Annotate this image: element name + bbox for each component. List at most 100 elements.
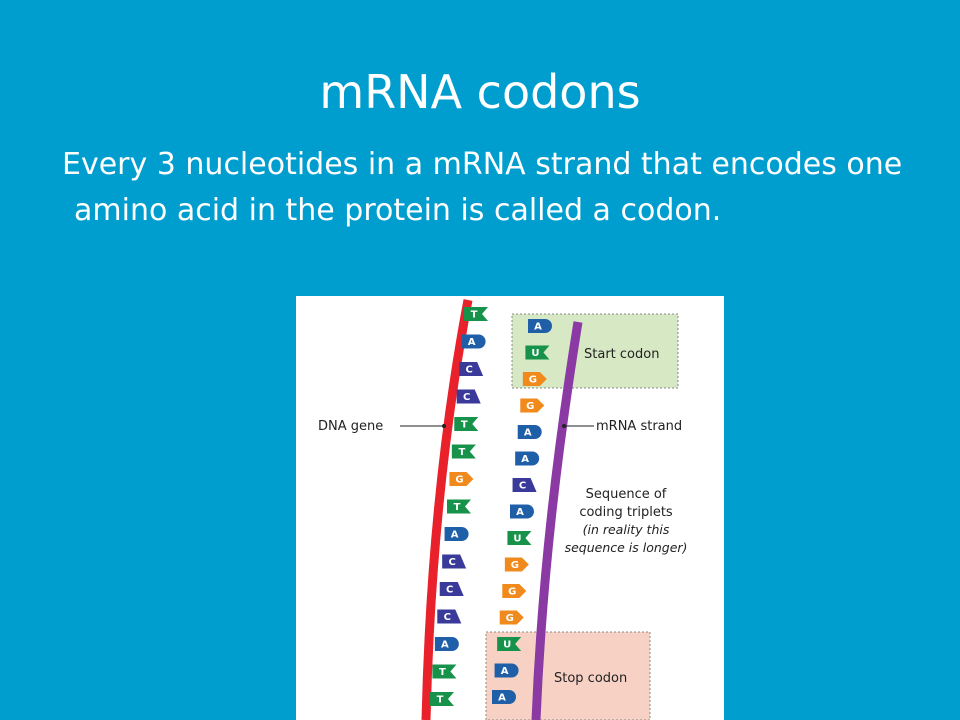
dna-base-4: T — [454, 417, 479, 431]
codon-diagram-svg: T A C C T T G T A C C C A T T A U G G A A C A U G G G U A A DNA gene… — [318, 299, 688, 720]
mrna-base-letter: C — [519, 481, 526, 492]
dna-base-1: A — [461, 334, 486, 349]
mrna-base-letter: G — [506, 613, 514, 624]
dna-base-letter: G — [455, 475, 463, 486]
dna-base-shape — [434, 637, 459, 651]
mrna-base-shape — [512, 478, 537, 492]
dna-base-letter: T — [439, 667, 446, 678]
dna-base-2: C — [459, 362, 484, 376]
dna-base-shape — [464, 307, 488, 321]
mrna-base-letter: U — [531, 348, 539, 359]
dna-base-6: G — [449, 472, 474, 486]
mrna-base-shape — [499, 610, 524, 625]
dna-base-shape — [461, 334, 486, 349]
mrna-base-letter: A — [534, 322, 542, 333]
dna-base-8: A — [444, 527, 469, 541]
dna-gene-leader-dot — [442, 424, 446, 428]
mrna-base-shape — [525, 345, 550, 360]
dna-strand — [421, 299, 473, 720]
mrna-base-7: A — [510, 504, 534, 519]
dna-gene-label: DNA gene — [318, 419, 383, 434]
mrna-base-shape — [502, 584, 527, 598]
dna-base-12: A — [434, 637, 459, 651]
dna-base-letter: C — [465, 365, 472, 376]
mrna-base-10: G — [502, 584, 527, 598]
codon-diagram: T A C C T T G T A C C C A T T A U G G A A C A U G G G U A A DNA gene… — [296, 296, 724, 720]
mrna-base-letter: A — [524, 428, 532, 439]
dna-base-letter: A — [441, 640, 449, 651]
mrna-base-shape — [522, 372, 547, 386]
mrna-strand — [531, 321, 583, 720]
mrna-base-shape — [520, 398, 545, 413]
dna-base-10: C — [439, 582, 464, 596]
dna-base-shape — [439, 582, 464, 596]
dna-base-13: T — [432, 664, 457, 679]
mrna-base-shape — [494, 663, 519, 678]
mrna-strand-leader-dot — [562, 424, 566, 428]
dna-base-letter: T — [458, 447, 465, 458]
sequence-note-line2: sequence is longer) — [565, 540, 688, 555]
mrna-base-letter: U — [513, 534, 521, 545]
mrna-base-shape — [528, 319, 552, 333]
mrna-base-shape — [492, 690, 516, 704]
dna-base-letter: C — [444, 612, 451, 623]
mrna-base-4: A — [517, 425, 542, 439]
dna-base-shape — [459, 362, 484, 376]
dna-base-letter: C — [446, 585, 453, 596]
mrna-bases: A U G G A A C A U G G G U A A — [492, 319, 552, 704]
dna-base-5: T — [451, 444, 476, 459]
dna-base-shape — [442, 554, 467, 569]
slide-title: mRNA codons — [319, 65, 641, 119]
mrna-base-letter: G — [508, 587, 516, 598]
dna-base-14: T — [430, 692, 454, 706]
dna-base-11: C — [437, 609, 462, 624]
dna-base-letter: T — [437, 695, 444, 706]
dna-base-shape — [430, 692, 454, 706]
dna-base-letter: T — [471, 310, 478, 321]
dna-base-9: C — [442, 554, 467, 569]
mrna-base-letter: A — [501, 666, 509, 677]
mrna-base-2: G — [522, 372, 547, 386]
dna-base-shape — [456, 389, 481, 404]
mrna-strand-label: mRNA strand — [596, 419, 682, 434]
mrna-base-1: U — [525, 345, 550, 360]
dna-base-letter: T — [454, 502, 461, 513]
dna-base-7: T — [447, 499, 471, 514]
mrna-base-shape — [515, 451, 540, 466]
mrna-base-shape — [497, 637, 522, 651]
sequence-label-line2: coding triplets — [579, 505, 673, 520]
sequence-note-line1: (in reality this — [583, 522, 670, 537]
dna-base-letter: T — [461, 420, 468, 431]
mrna-base-letter: A — [498, 693, 506, 704]
mrna-base-12: U — [497, 637, 522, 651]
dna-base-3: C — [456, 389, 481, 404]
mrna-base-shape — [517, 425, 542, 439]
mrna-base-letter: U — [503, 640, 511, 651]
stop-codon-label: Stop codon — [554, 671, 627, 686]
mrna-base-3: G — [520, 398, 545, 413]
dna-base-shape — [447, 499, 471, 514]
mrna-base-letter: G — [526, 401, 534, 412]
sequence-label-line1: Sequence of — [586, 487, 667, 502]
dna-base-shape — [437, 609, 462, 624]
mrna-base-shape — [510, 504, 534, 519]
mrna-base-0: A — [528, 319, 552, 333]
mrna-base-14: A — [492, 690, 516, 704]
dna-base-shape — [444, 527, 469, 541]
mrna-base-letter: A — [516, 507, 524, 518]
mrna-base-9: G — [504, 557, 529, 572]
mrna-base-11: G — [499, 610, 524, 625]
dna-base-shape — [449, 472, 474, 486]
start-codon-label: Start codon — [584, 347, 659, 362]
mrna-base-shape — [507, 531, 532, 545]
mrna-base-5: A — [515, 451, 540, 466]
mrna-base-13: A — [494, 663, 519, 678]
mrna-base-letter: G — [529, 375, 537, 386]
mrna-base-letter: G — [511, 560, 519, 571]
dna-base-letter: C — [448, 557, 455, 568]
slide-body-text: Every 3 nucleotides in a mRNA strand tha… — [62, 147, 903, 228]
mrna-base-6: C — [512, 478, 537, 492]
dna-base-letter: A — [451, 530, 459, 541]
mrna-base-shape — [504, 557, 529, 572]
dna-base-shape — [432, 664, 457, 679]
